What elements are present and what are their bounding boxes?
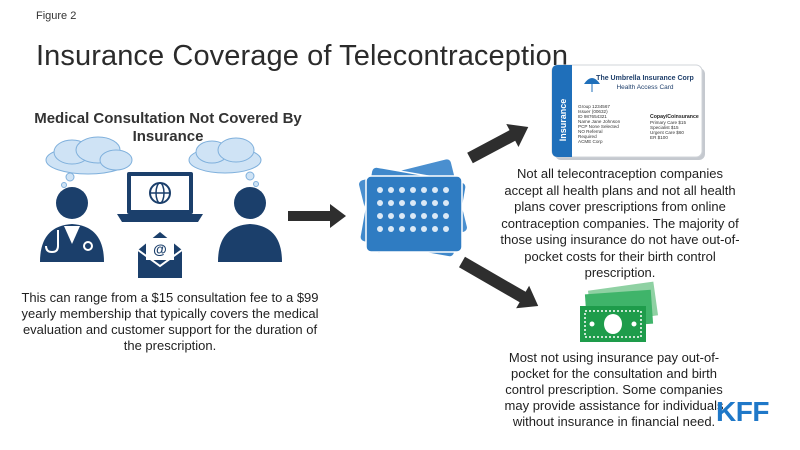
out-of-pocket-note: Most not using insurance pay out-of-pock… [504,350,724,429]
birth-control-pill-pack-icon [357,157,469,258]
card-member-line: Required [578,134,597,139]
card-company-name: The Umbrella Insurance Corp [596,75,694,82]
arrow-down-right-icon [459,256,539,309]
left-panel-description: This can range from a $15 consultation f… [21,290,319,353]
insurance-card-icon: Insurance The Umbrella Insurance Corp He… [551,64,705,160]
insurance-coverage-note: Not all telecontraception companies acce… [500,166,740,280]
laptop-globe-icon [117,172,203,222]
kff-logo: KFF [716,396,769,427]
card-member-line: Name Jane Johnson [578,119,621,124]
card-name: Health Access Card [616,84,673,91]
card-member-line: Issuer (00632) [578,109,608,114]
thought-cloud-left-icon [45,136,133,188]
doctor-icon [40,187,104,262]
figure-label: Figure 2 [36,10,77,22]
card-copay-row: Specialist $15 [650,125,679,130]
card-side-label: Insurance [558,99,568,142]
cash-money-icon [580,281,659,342]
thought-cloud-right-icon [188,137,262,187]
left-panel-heading: Medical Consultation Not Covered By Insu… [34,110,302,145]
arrow-up-right-icon [467,123,529,164]
card-copay-row: Primary Care $15 [650,120,686,125]
arrow-right-icon [288,204,346,228]
card-member-line: Group 1234567 [578,104,610,109]
card-copay-heading: Copay/Coinsurance [650,114,699,120]
page-title: Insurance Coverage of Telecontraception [36,40,569,72]
card-member-line: ACME Corp [578,139,603,144]
patient-icon [218,187,282,262]
svg-text:@: @ [153,241,167,257]
card-member-line: ID 987654321 [578,114,607,119]
card-member-line: PCP None Selected [578,124,619,129]
card-copay-row: Urgent Care $60 [650,130,684,135]
email-envelope-icon: @ [137,232,183,278]
card-copay-row: ER $100 [650,135,668,140]
card-member-line: NO Referral [578,129,603,134]
